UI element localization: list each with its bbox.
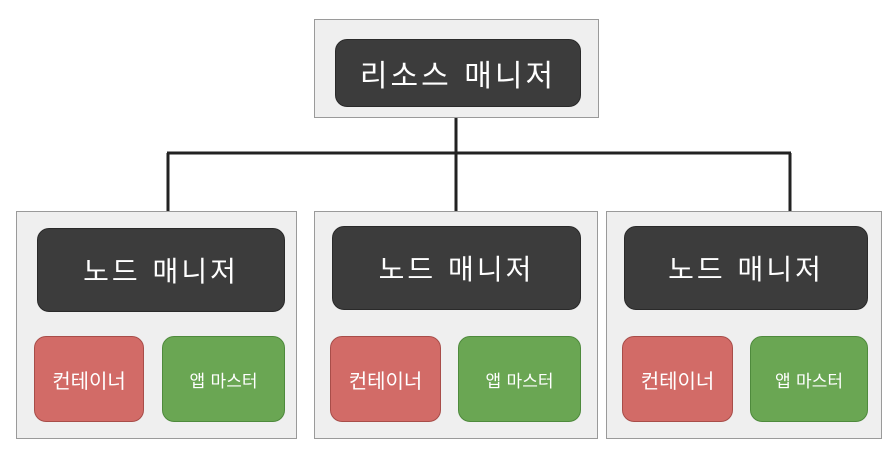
- node-panel-3: 노드 매니저 컨테이너 앱 마스터: [606, 211, 882, 439]
- node-panel-2: 노드 매니저 컨테이너 앱 마스터: [314, 211, 598, 439]
- container-box-2: 컨테이너: [330, 336, 441, 422]
- node-manager-box-3: 노드 매니저: [624, 226, 868, 310]
- container-label: 컨테이너: [640, 368, 715, 393]
- app-master-label: 앱 마스터: [485, 371, 554, 392]
- container-label: 컨테이너: [348, 368, 423, 393]
- node-panel-1: 노드 매니저 컨테이너 앱 마스터: [16, 211, 297, 439]
- resource-manager-label: 리소스 매니저: [359, 59, 557, 94]
- node-manager-label: 노드 매니저: [668, 253, 824, 286]
- app-master-box-2: 앱 마스터: [458, 336, 581, 422]
- node-manager-label: 노드 매니저: [83, 255, 239, 288]
- node-manager-label: 노드 매니저: [378, 253, 535, 286]
- node-manager-box-2: 노드 매니저: [332, 226, 581, 310]
- app-master-box-3: 앱 마스터: [750, 336, 868, 422]
- container-box-1: 컨테이너: [34, 336, 144, 422]
- resource-manager-box: 리소스 매니저: [335, 39, 581, 107]
- container-label: 컨테이너: [52, 368, 126, 393]
- container-box-3: 컨테이너: [622, 336, 733, 422]
- node-manager-box-1: 노드 매니저: [37, 228, 285, 312]
- app-master-label: 앱 마스터: [775, 371, 843, 392]
- resource-manager-panel: 리소스 매니저: [314, 19, 599, 118]
- app-master-label: 앱 마스터: [189, 371, 258, 392]
- app-master-box-1: 앱 마스터: [162, 336, 285, 422]
